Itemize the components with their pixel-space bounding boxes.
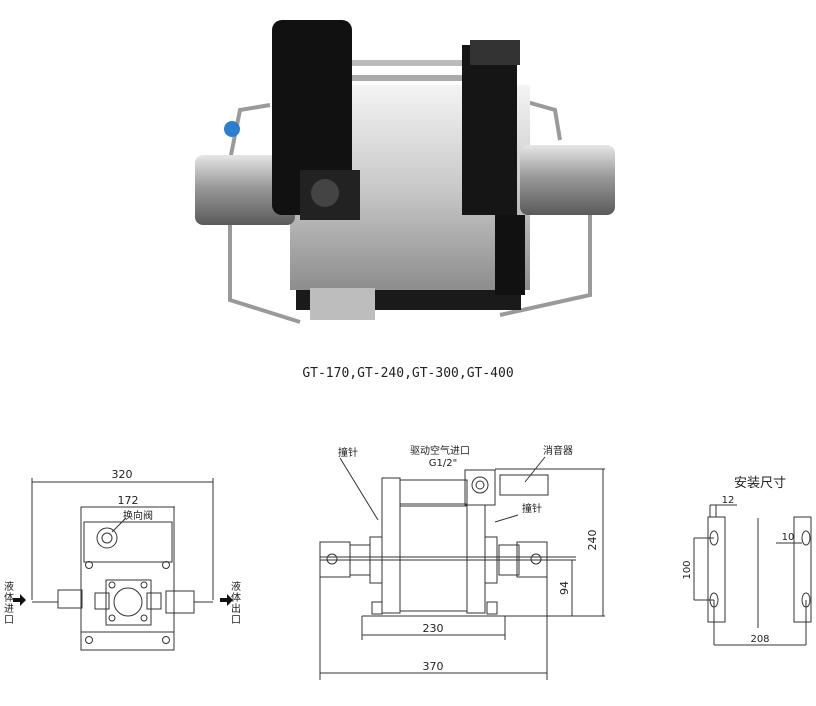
svg-text:出: 出 bbox=[231, 602, 241, 615]
dim-center-height: 94 bbox=[558, 581, 571, 595]
svg-text:口: 口 bbox=[4, 615, 14, 626]
inlet-label: 液 体 进 口 bbox=[4, 580, 14, 626]
air-inlet-label: 驱动空气进口 bbox=[410, 444, 470, 457]
model-caption: GT-170,GT-240,GT-300,GT-400 bbox=[302, 366, 514, 381]
svg-text:液: 液 bbox=[231, 580, 241, 593]
valve-label: 换向阀 bbox=[123, 509, 153, 522]
dim-height: 240 bbox=[586, 530, 599, 551]
muffler-label: 消音器 bbox=[543, 444, 573, 457]
striker-label-right: 撞针 bbox=[522, 502, 542, 515]
dim-slot: 10 bbox=[782, 532, 795, 543]
dim-body: 172 bbox=[118, 494, 139, 507]
svg-text:体: 体 bbox=[231, 592, 241, 604]
dim-bracket-spacing: 208 bbox=[750, 634, 769, 645]
striker-label-left: 撞针 bbox=[338, 446, 358, 459]
side-view-drawing: 撞针 驱动空气进口 G1/2" 消音器 撞针 230 370 240 94 bbox=[319, 444, 605, 680]
svg-text:进: 进 bbox=[4, 603, 14, 615]
dim-width: 320 bbox=[112, 468, 133, 481]
mount-view-drawing: 安装尺寸 12 100 10 208 bbox=[682, 476, 812, 646]
svg-text:口: 口 bbox=[231, 615, 241, 626]
outlet-label: 液 体 出 口 bbox=[231, 580, 241, 626]
dim-hole-spacing: 100 bbox=[682, 560, 693, 579]
inlet-arrow-icon bbox=[13, 594, 26, 606]
air-inlet-thread: G1/2" bbox=[429, 458, 457, 469]
svg-text:液: 液 bbox=[4, 580, 14, 593]
outlet-arrow-icon bbox=[220, 594, 233, 606]
dim-length: 370 bbox=[423, 660, 444, 673]
dim-base: 230 bbox=[423, 622, 444, 635]
front-view-drawing: 320 172 换向阀 液 体 进 口 液 体 出 口 bbox=[4, 468, 241, 651]
mount-title: 安装尺寸 bbox=[734, 476, 786, 491]
dim-bracket-width: 12 bbox=[722, 495, 735, 506]
pump-photo bbox=[195, 20, 615, 324]
svg-text:体: 体 bbox=[4, 592, 14, 604]
